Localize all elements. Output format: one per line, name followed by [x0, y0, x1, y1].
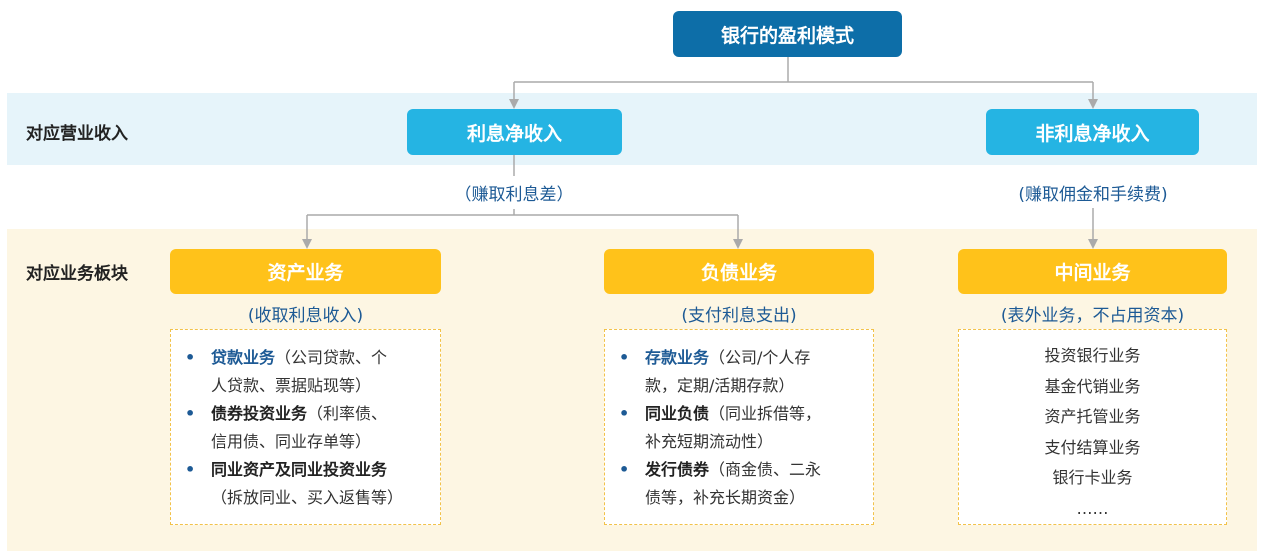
intermediary-item: 支付结算业务 [1044, 437, 1141, 457]
item-detail: （利率债、 [307, 404, 388, 423]
bullet-dot: • [185, 460, 196, 479]
liability-business-panel: • 存款业务（公司/个人存 款，定期/活期存款） • 同业负债（同业拆借等， 补… [604, 329, 874, 525]
bullet-dot: • [185, 404, 196, 423]
asset-business-note: (收取利息收入) [247, 306, 364, 326]
liability-business-node: 负债业务 [604, 249, 874, 294]
interest-income-node: 利息净收入 [407, 109, 622, 155]
item-heading: 债券投资业务 [211, 404, 308, 423]
interest-income-note: （赚取利息差） [454, 185, 574, 205]
intermediary-business-note: (表外业务，不占用资本) [1000, 306, 1185, 326]
item-detail-cont: 人贷款、票据贴现等） [211, 376, 372, 395]
liability-item-bonds: • 发行债券（商金债、二永 债等，补充长期资金） [617, 456, 865, 512]
bullet-dot: • [619, 404, 630, 423]
asset-item-interbank: • 同业资产及同业投资业务 （拆放同业、买入返售等） [183, 456, 432, 512]
business-row-label: 对应业务板块 [26, 264, 128, 284]
intermediary-item: 投资银行业务 [1044, 346, 1141, 365]
asset-item-loans: • 贷款业务（公司贷款、个 人贷款、票据贴现等） [183, 344, 432, 400]
item-heading: 同业资产及同业投资业务 [211, 460, 388, 479]
item-heading: 存款业务 [645, 348, 710, 367]
item-heading: 贷款业务 [211, 348, 276, 367]
intermediary-item: 银行卡业务 [1052, 468, 1133, 487]
item-detail: （商金债、二永 [709, 460, 822, 479]
item-detail-cont: 信用债、同业存单等） [211, 432, 372, 451]
asset-business-panel: • 贷款业务（公司贷款、个 人贷款、票据贴现等） • 债券投资业务（利率债、 信… [170, 329, 441, 525]
item-detail-cont: 款，定期/活期存款） [645, 376, 795, 395]
intermediary-item: 基金代销业务 [1044, 376, 1141, 396]
liability-item-interbank: • 同业负债（同业拆借等， 补充短期流动性） [617, 400, 865, 456]
intermediary-business-node: 中间业务 [958, 249, 1227, 294]
root-node: 银行的盈利模式 [673, 11, 902, 57]
item-detail-cont: 债等，补充长期资金） [645, 488, 806, 507]
asset-item-bonds: • 债券投资业务（利率债、 信用债、同业存单等） [183, 400, 432, 456]
bullet-dot: • [619, 460, 630, 479]
bullet-dot: • [185, 348, 196, 367]
liability-business-note: (支付利息支出) [681, 306, 797, 326]
item-detail: （公司贷款、个 [275, 348, 388, 367]
item-detail: （公司/个人存 [709, 348, 811, 367]
non-interest-income-node: 非利息净收入 [986, 109, 1199, 155]
item-heading: 发行债券 [645, 460, 710, 479]
item-detail-cont: （拆放同业、买入返售等） [211, 488, 404, 507]
asset-business-node: 资产业务 [170, 249, 441, 294]
item-detail-cont: 补充短期流动性） [645, 432, 774, 451]
liability-item-deposits: • 存款业务（公司/个人存 款，定期/活期存款） [617, 344, 865, 400]
intermediary-business-panel: 投资银行业务 基金代销业务 资产托管业务 支付结算业务 银行卡业务 …… [958, 329, 1227, 525]
income-row-label: 对应营业收入 [26, 124, 128, 144]
non-interest-income-note: (赚取佣金和手续费) [1018, 185, 1168, 205]
intermediary-item: 资产托管业务 [1044, 407, 1141, 426]
item-detail: （同业拆借等， [709, 404, 822, 423]
bullet-dot: • [619, 348, 630, 367]
intermediary-item-ellipsis: …… [1076, 498, 1109, 518]
item-heading: 同业负债 [645, 404, 710, 423]
